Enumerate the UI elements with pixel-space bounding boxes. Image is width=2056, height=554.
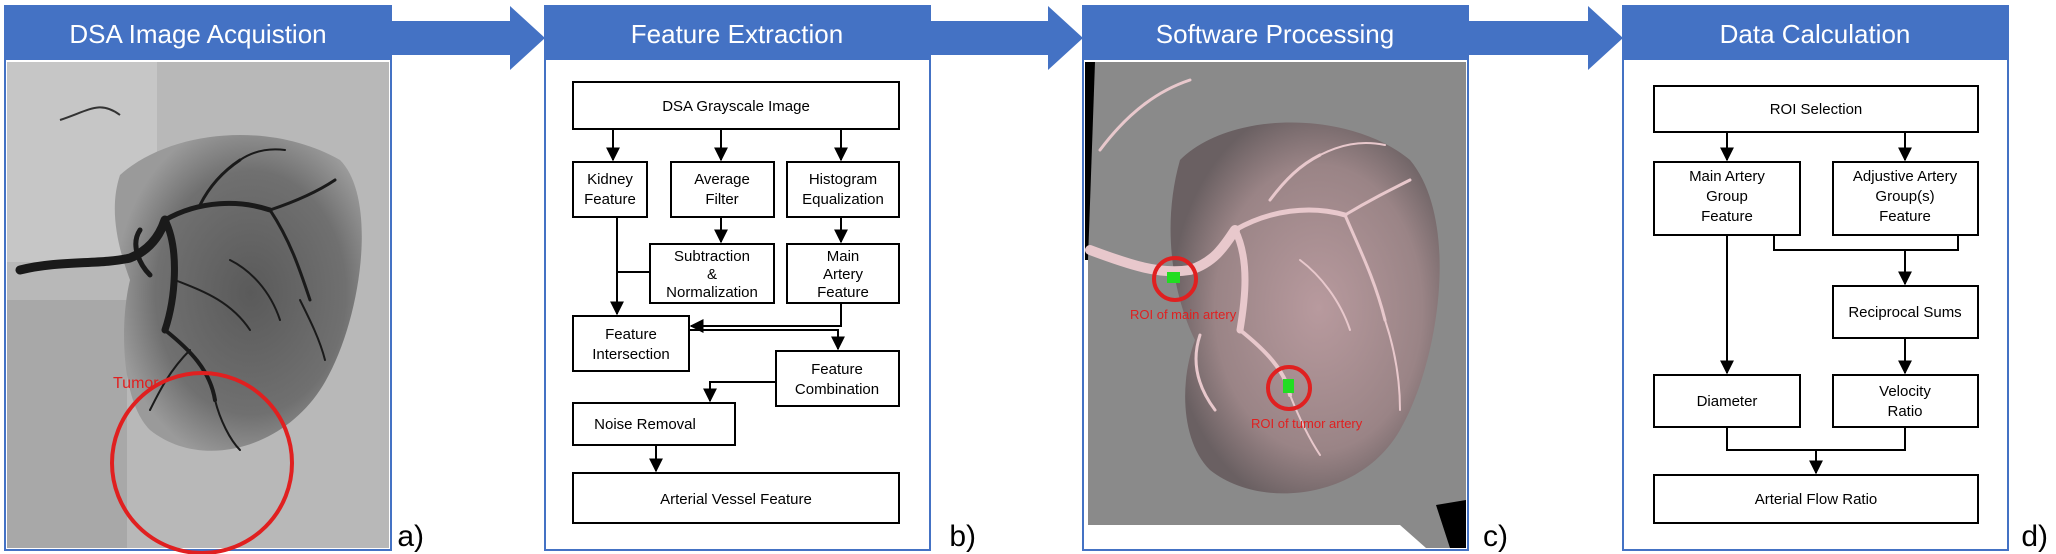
dsa-image: Tumor xyxy=(7,62,389,554)
box-kidney-feature xyxy=(572,161,648,218)
text-arterial-vessel: Arterial Vessel Feature xyxy=(660,491,812,508)
text-adjustive-3: Feature xyxy=(1879,208,1931,225)
text-subtraction-3: Normalization xyxy=(666,284,758,301)
panel-b: Feature Extraction xyxy=(544,5,976,553)
roi-tumor-circle xyxy=(1266,365,1312,411)
text-adjustive-1: Adjustive Artery xyxy=(1853,168,1958,185)
box-average-filter xyxy=(670,161,775,218)
panel-b-letter: b) xyxy=(949,520,976,553)
processed-image: ROI of main artery ROI of tumor artery xyxy=(1085,62,1466,548)
text-main-artery-3: Feature xyxy=(817,284,869,301)
panel-d-header xyxy=(1623,6,2008,60)
text-average-2: Filter xyxy=(705,191,738,208)
roi-main-label: ROI of main artery xyxy=(1130,307,1237,322)
text-main-artery-2: Artery xyxy=(823,266,864,283)
roi-tumor-label: ROI of tumor artery xyxy=(1251,416,1363,431)
panel-b-header xyxy=(545,6,930,60)
box-dsa-grayscale xyxy=(572,81,900,130)
box-roi-selection xyxy=(1653,85,1979,133)
text-noise-removal: Noise Removal xyxy=(594,416,696,433)
text-reciprocal-sums: Reciprocal Sums xyxy=(1848,304,1961,321)
box-noise-removal xyxy=(572,402,736,446)
panel-c: Software Processing xyxy=(1082,5,1508,553)
box-adjustive-group xyxy=(1832,161,1979,236)
panel-c-letter: c) xyxy=(1483,520,1508,553)
panel-c-header xyxy=(1083,6,1468,60)
text-diameter: Diameter xyxy=(1697,393,1758,410)
box-feature-combination xyxy=(775,350,900,407)
text-main-group-1: Main Artery xyxy=(1689,168,1765,185)
box-main-artery xyxy=(786,243,900,304)
panel-d: Data Calculation ROI Selection Main Arte… xyxy=(1622,5,2048,553)
text-intersection-2: Intersection xyxy=(592,346,670,363)
tumor-circle xyxy=(110,371,294,554)
text-combination-2: Combination xyxy=(795,381,879,398)
box-histogram-eq xyxy=(786,161,900,218)
text-arterial-flow-ratio: Arterial Flow Ratio xyxy=(1755,491,1878,508)
text-combination-1: Feature xyxy=(811,361,863,378)
roi-main-marker xyxy=(1167,272,1180,283)
roi-tumor-marker xyxy=(1283,379,1294,393)
panel-d-letter: d) xyxy=(2021,520,2048,553)
text-subtraction-2: & xyxy=(707,266,717,283)
box-diameter xyxy=(1653,374,1801,428)
panel-b-title: Feature Extraction xyxy=(631,19,843,49)
flow-arrow-c-d xyxy=(1468,6,1623,70)
text-main-group-2: Group xyxy=(1706,188,1748,205)
text-histogram-2: Equalization xyxy=(802,191,884,208)
box-subtraction xyxy=(649,243,775,304)
text-subtraction-1: Subtraction xyxy=(674,248,750,265)
text-adjustive-2: Group(s) xyxy=(1875,188,1934,205)
text-kidney-1: Kidney xyxy=(587,171,633,188)
panel-a: DSA Image Acquistion xyxy=(4,5,424,554)
box-feature-intersection xyxy=(572,315,690,372)
text-roi-selection: ROI Selection xyxy=(1770,101,1863,118)
flow-arrow-b-c xyxy=(930,6,1083,70)
panel-d-title: Data Calculation xyxy=(1720,19,1911,49)
text-average-1: Average xyxy=(694,171,750,188)
box-arterial-flow-ratio xyxy=(1653,474,1979,524)
text-histogram-1: Histogram xyxy=(809,171,877,188)
box-arterial-vessel xyxy=(572,472,900,524)
tumor-label: Tumor xyxy=(113,375,159,392)
panel-c-title: Software Processing xyxy=(1156,19,1394,49)
text-kidney-2: Feature xyxy=(584,191,636,208)
text-intersection-1: Feature xyxy=(605,326,657,343)
panel-a-letter: a) xyxy=(397,520,424,553)
text-dsa-grayscale: DSA Grayscale Image xyxy=(662,98,810,115)
text-velocity-2: Ratio xyxy=(1887,403,1922,420)
text-velocity-1: Velocity xyxy=(1879,383,1931,400)
panel-a-title: DSA Image Acquistion xyxy=(69,19,326,49)
flow-arrow-a-b xyxy=(392,6,545,70)
roi-main-circle xyxy=(1152,256,1198,302)
text-main-artery-1: Main xyxy=(827,248,860,265)
panel-a-header xyxy=(5,6,391,60)
text-main-group-3: Feature xyxy=(1701,208,1753,225)
